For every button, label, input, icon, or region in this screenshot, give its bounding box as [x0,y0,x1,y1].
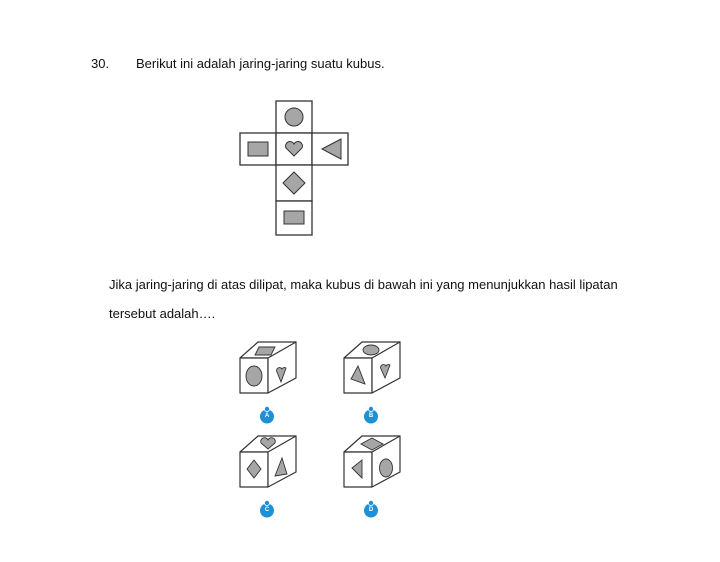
cube-net [239,100,349,236]
heart-icon [285,141,303,157]
option-c-button[interactable]: C [260,500,274,518]
circle-icon [284,107,304,127]
option-a-label: A [264,413,270,419]
option-d-label: D [368,507,374,513]
triangle-icon [320,138,342,160]
question-number: 30. [91,56,110,71]
option-badge-icon [260,500,274,518]
cube-option-d [343,435,401,488]
circle-icon [362,344,380,356]
option-a-button[interactable]: A [260,406,274,424]
cube-option-c [239,435,297,488]
option-c-label: C [264,507,270,513]
question-text: Berikut ini adalah jaring-jaring suatu k… [136,56,385,71]
cube-option-b [343,341,401,394]
option-b-button[interactable]: B [364,406,378,424]
circle-icon [245,365,263,387]
diamond-icon [360,437,384,451]
prompt-line-2: tersebut adalah…. [109,306,216,321]
triangle-icon [274,456,288,477]
rectangle-icon [247,141,269,157]
prompt-line-1: Jika jaring-jaring di atas dilipat, maka… [109,277,618,292]
heart-icon [380,364,391,380]
heart-icon [260,437,276,450]
option-badge-icon [364,406,378,424]
heart-icon [276,367,287,384]
option-badge-icon [364,500,378,518]
option-badge-icon [260,406,274,424]
diamond-icon [246,459,262,479]
cube-option-a [239,341,297,394]
circle-icon [379,458,393,478]
triangle-icon [351,459,363,480]
option-b-label: B [368,413,374,419]
option-d-button[interactable]: D [364,500,378,518]
diamond-icon [282,171,306,195]
triangle-icon [350,364,366,385]
rectangle-icon [283,210,305,225]
rectangle-icon [254,346,276,356]
